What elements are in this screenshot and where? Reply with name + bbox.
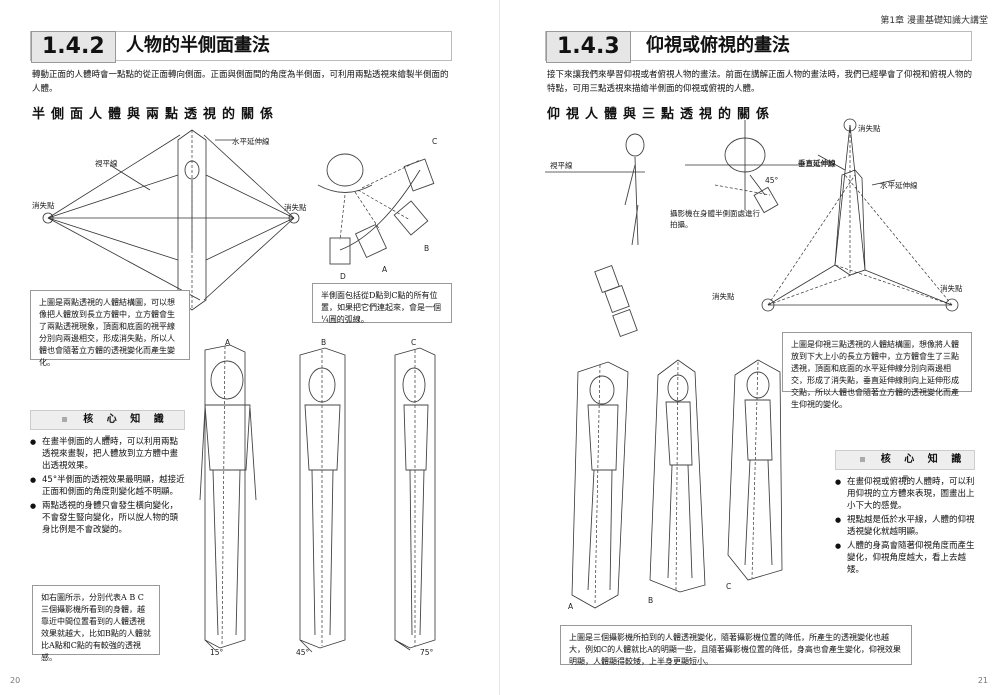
vanishing-point-top-label: 消失點	[858, 124, 881, 133]
horizon-line-label: 視平線	[550, 161, 573, 170]
vanishing-point-right-label: 消失點	[940, 284, 963, 293]
list-item: 在畫仰視或俯視的人體時，可以利用仰視的立方體來表現，圖畫出上小下大的感覺。	[835, 476, 975, 512]
intro-text: 轉動正面的人體時會一點點的從正面轉向側面。正面與側面間的角度為半側面，可利用兩點…	[32, 70, 449, 94]
list-item: 在畫半側面的人體時，可以利用兩點透視來畫製，把人體放到立方體中畫出透視效果。	[30, 436, 185, 472]
subheading: 仰視人體與三點透視的關係	[547, 107, 776, 122]
horizon-extension-label: 水平延伸線	[880, 181, 918, 190]
figure-b-label: B	[321, 338, 327, 347]
camera-d-label: D	[340, 272, 346, 281]
horizon-extension-label: 水平延伸線	[232, 137, 270, 146]
note-two-point: 上圖是兩點透視的人體結構圖，可以想像把人體放到長立方體中，立方體會生了兩點透視現…	[30, 290, 190, 367]
list-item: 人體的身高會隨著仰視角度而產生變化，仰視角度越大，看上去越矮。	[835, 540, 975, 576]
note-three-point: 上圖是仰視三點透視的人體結構圖，想像將人體放到下大上小的長立方體中，立方體會生了…	[782, 332, 972, 409]
note-half-side: 半側面包括從D點到C點的所有位置，如果把它們連起來，會是一個¼圓的弧線。	[312, 283, 452, 324]
chapter-header: 第1章 漫畫基礎知識大講堂	[880, 16, 988, 26]
angle-75-label: 75°	[420, 648, 434, 657]
note-camera-heights: 上圖是三個攝影機所拍到的人體透視變化，隨著攝影機位置的降低，所產生的透視變化也越…	[560, 625, 912, 666]
camera-note-label: 攝影機在身體半側面處進行拍攝。	[670, 209, 760, 229]
vertical-extension-label: 垂直延伸線	[798, 159, 836, 168]
vanishing-point-left-label: 消失點	[712, 292, 735, 301]
list-item: 視點越是低於水平線，人體的仰視透視變化就越明顯。	[835, 514, 975, 538]
key-knowledge-box: 核 心 知 識 在畫仰視或俯視的人體時，可以利用仰視的立方體來表現，圖畫出上小下…	[835, 450, 975, 578]
low-angle-figures	[571, 359, 783, 609]
section-number: 1.4.3	[546, 31, 631, 63]
section-title: 人物的半側面畫法	[126, 35, 270, 56]
vanishing-point-right-label: 消失點	[284, 203, 307, 212]
key-knowledge-title: 核 心 知 識	[30, 410, 185, 440]
three-point-perspective-diagram	[545, 118, 959, 337]
angle-45-label: 45°	[296, 648, 310, 657]
half-side-figures	[199, 344, 436, 653]
section-title-bar: 1.4.2 人物的半側面畫法	[30, 31, 452, 63]
key-knowledge-box: 核 心 知 識 在畫半側面的人體時，可以利用兩點透視來畫製，把人體放到立方體中畫…	[30, 410, 185, 538]
key-knowledge-list: 在畫仰視或俯視的人體時，可以利用仰視的立方體來表現，圖畫出上小下大的感覺。 視點…	[835, 476, 975, 576]
page-number-right: 21	[977, 676, 988, 685]
figure-b-label: B	[648, 596, 654, 605]
key-knowledge-list: 在畫半側面的人體時，可以利用兩點透視來畫製，把人體放到立方體中畫出透視效果。 4…	[30, 436, 185, 536]
subheading: 半側面人體與兩點透視的關係	[32, 107, 280, 122]
left-page: 1.4.2 人物的半側面畫法 轉動正面的人體時會一點點的從正面轉向側面。正面與側…	[0, 0, 500, 695]
section-title: 仰視或俯視的畫法	[646, 35, 790, 56]
horizon-line-label: 視平線	[95, 159, 118, 168]
right-page: 第1章 漫畫基礎知識大講堂 1.4.3 仰視或俯視的畫法 接下來讓我們來學習仰視…	[500, 0, 1000, 695]
figure-c-label: C	[726, 582, 732, 591]
page-number-left: 20	[10, 676, 21, 685]
camera-c-label: C	[432, 137, 438, 146]
figure-a-label: A	[568, 602, 574, 611]
list-item: 45°半側面的透視效果最明顯，越接近正面和側面的角度則變化越不明顯。	[30, 474, 185, 498]
note-cameras: 如右圖所示，分別代表A B C三個攝影機所看到的身體，越靠近中間位置看到的人體透…	[32, 585, 160, 662]
angle-15-label: 15°	[210, 648, 224, 657]
angle-45-label: 45°	[765, 176, 779, 185]
list-item: 兩點透視的身體只會發生橫向變化，不會發生豎向變化，所以說人物的頭身比例是不會改變…	[30, 500, 185, 536]
vanishing-point-left-label: 消失點	[32, 201, 55, 210]
camera-b-label: B	[424, 244, 430, 253]
camera-a-label: A	[382, 265, 388, 274]
section-number: 1.4.2	[31, 31, 116, 63]
key-knowledge-title: 核 心 知 識	[835, 450, 975, 480]
two-point-perspective-diagram	[42, 129, 435, 311]
intro-text: 接下來讓我們來學習仰視或者俯視人物的畫法。前面在講解正面人物的畫法時，我們已經學…	[547, 70, 973, 94]
figure-c-label: C	[411, 338, 417, 347]
section-title-bar: 1.4.3 仰視或俯視的畫法	[545, 31, 972, 63]
figure-a-label: A	[225, 338, 231, 347]
